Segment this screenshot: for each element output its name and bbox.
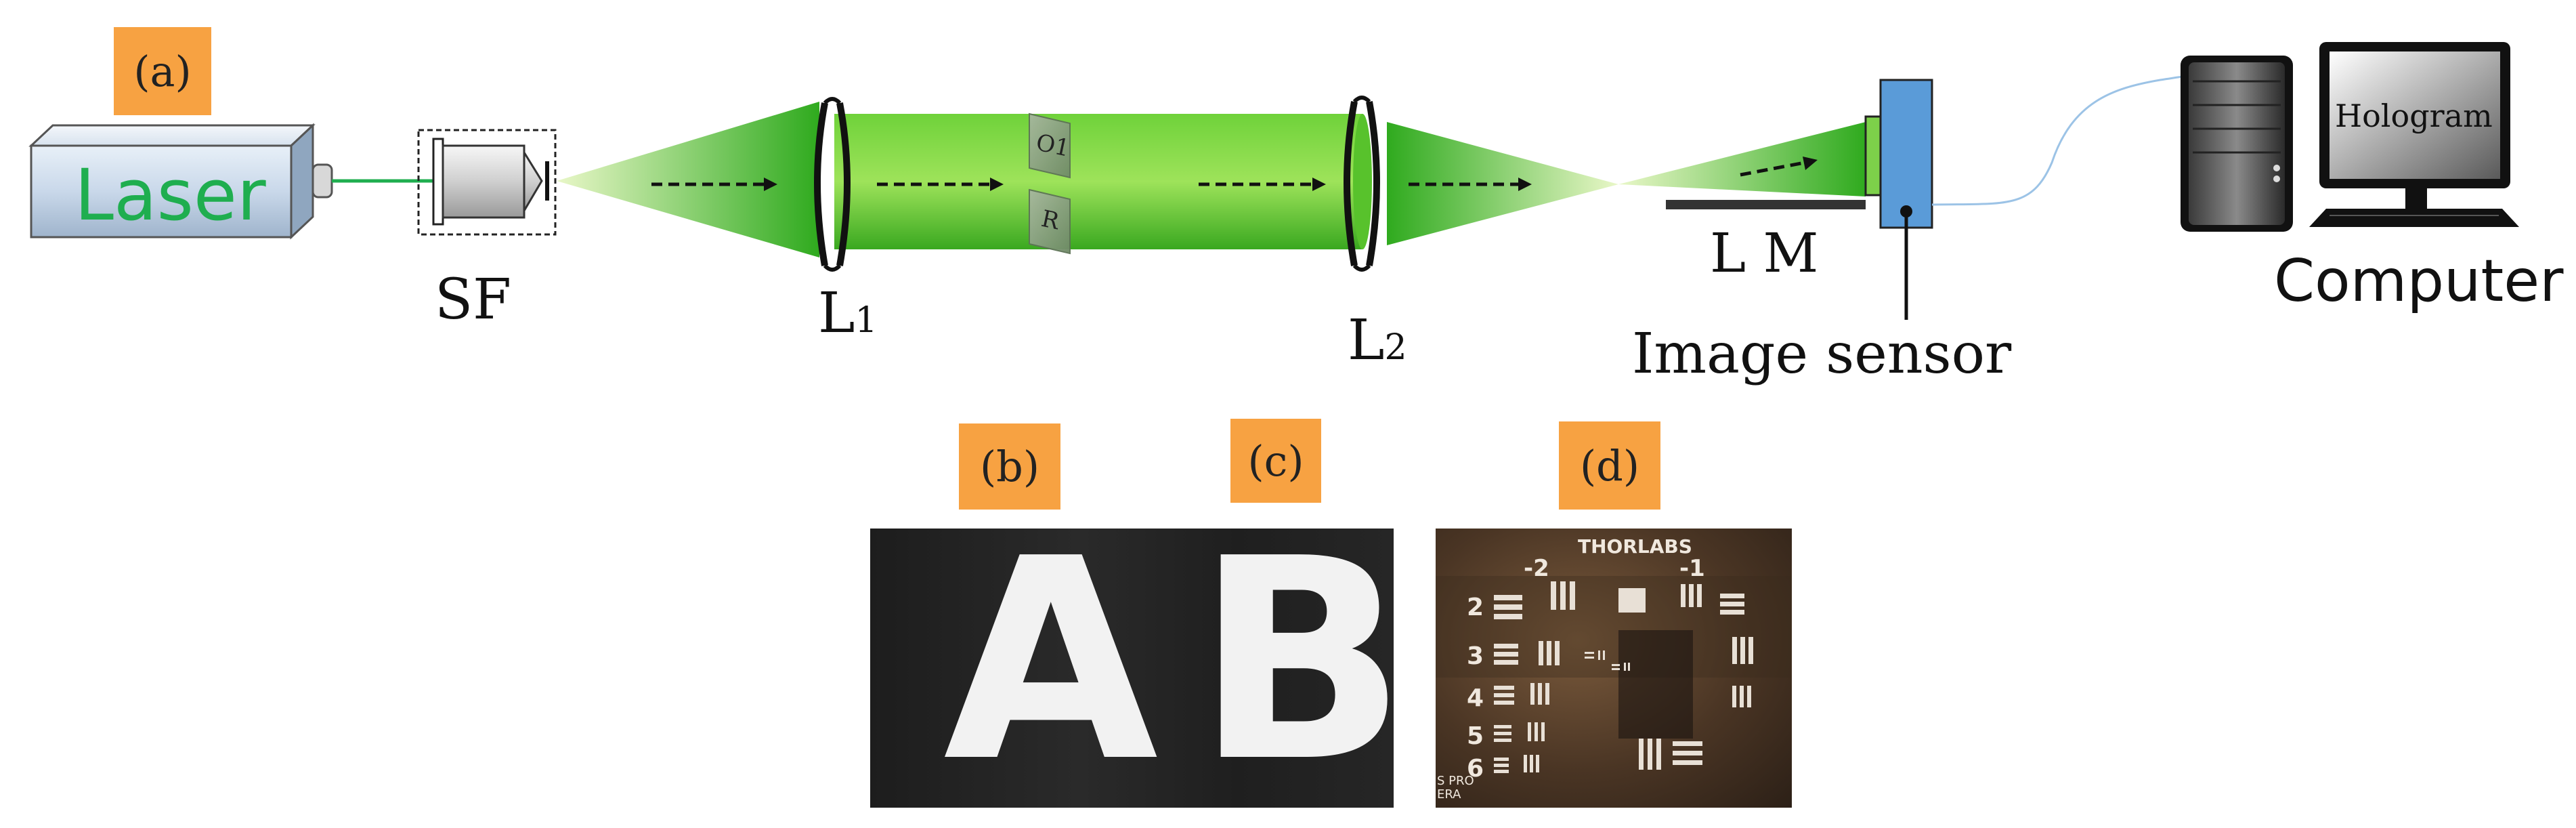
panel-badge-d: (d)	[1559, 421, 1660, 510]
usaf-brand-text: THORLABS	[1578, 535, 1692, 558]
spatial-filter	[417, 129, 557, 236]
usaf-corner-text-1: S PRO	[1437, 774, 1474, 788]
usaf-group-minus-2: -2	[1524, 555, 1549, 582]
lens-l1	[814, 97, 851, 272]
image-sensor	[1864, 79, 1933, 320]
lens-l1-label: L1	[818, 283, 878, 351]
panel-badge-a: (a)	[114, 27, 211, 115]
image-sensor-label: Image sensor	[1632, 322, 2012, 386]
usaf-element-6: 6	[1467, 755, 1484, 783]
rediverging-beam	[1618, 122, 1866, 196]
lens-l2-label: L2	[1348, 310, 1407, 378]
object-plate-o1	[1029, 112, 1071, 179]
panel-badge-c: (c)	[1230, 419, 1321, 503]
usaf-group-minus-1: -1	[1679, 555, 1705, 582]
object-letter-b: B	[1195, 529, 1394, 808]
beam-direction-arrows	[651, 161, 1805, 186]
computer-label: Computer	[2274, 247, 2564, 315]
usaf-element-4: 4	[1467, 684, 1484, 712]
linear-mount-label: L M	[1710, 222, 1819, 285]
hologram-screen-text: Hologram	[2335, 98, 2493, 134]
spatial-filter-label: SF	[435, 268, 512, 332]
lens-l1-subscript: 1	[855, 300, 878, 341]
lens-l1-letter: L	[818, 281, 855, 346]
laser-source	[28, 123, 333, 240]
reference-plate-r	[1029, 188, 1071, 255]
usaf-element-2: 2	[1467, 594, 1484, 621]
collimated-beam	[834, 114, 1372, 249]
lens-l2	[1344, 96, 1380, 272]
lens-l2-letter: L	[1348, 308, 1385, 373]
usaf-element-5: 5	[1467, 722, 1484, 750]
diverging-beam	[557, 102, 819, 257]
arrow-heads	[764, 157, 1818, 191]
usaf-element-3: 3	[1467, 642, 1484, 670]
sensor-cable	[1931, 73, 2205, 206]
lens-l2-subscript: 2	[1384, 327, 1407, 368]
laser-label: Laser	[74, 154, 266, 236]
usaf-corner-text-2: ERA	[1437, 787, 1461, 802]
object-photo-ab: A B	[870, 529, 1394, 808]
object-letter-a: A	[943, 529, 1159, 808]
usaf-target-pattern: THORLABS -2 -1 2 3 4 5 6 S PRO ERA	[1436, 535, 1792, 802]
usaf-target-photo: THORLABS -2 -1 2 3 4 5 6 S PRO ERA	[1436, 529, 1792, 808]
computer-tower	[2181, 56, 2293, 232]
computer-monitor	[2309, 42, 2519, 227]
panel-badge-b: (b)	[959, 423, 1060, 510]
